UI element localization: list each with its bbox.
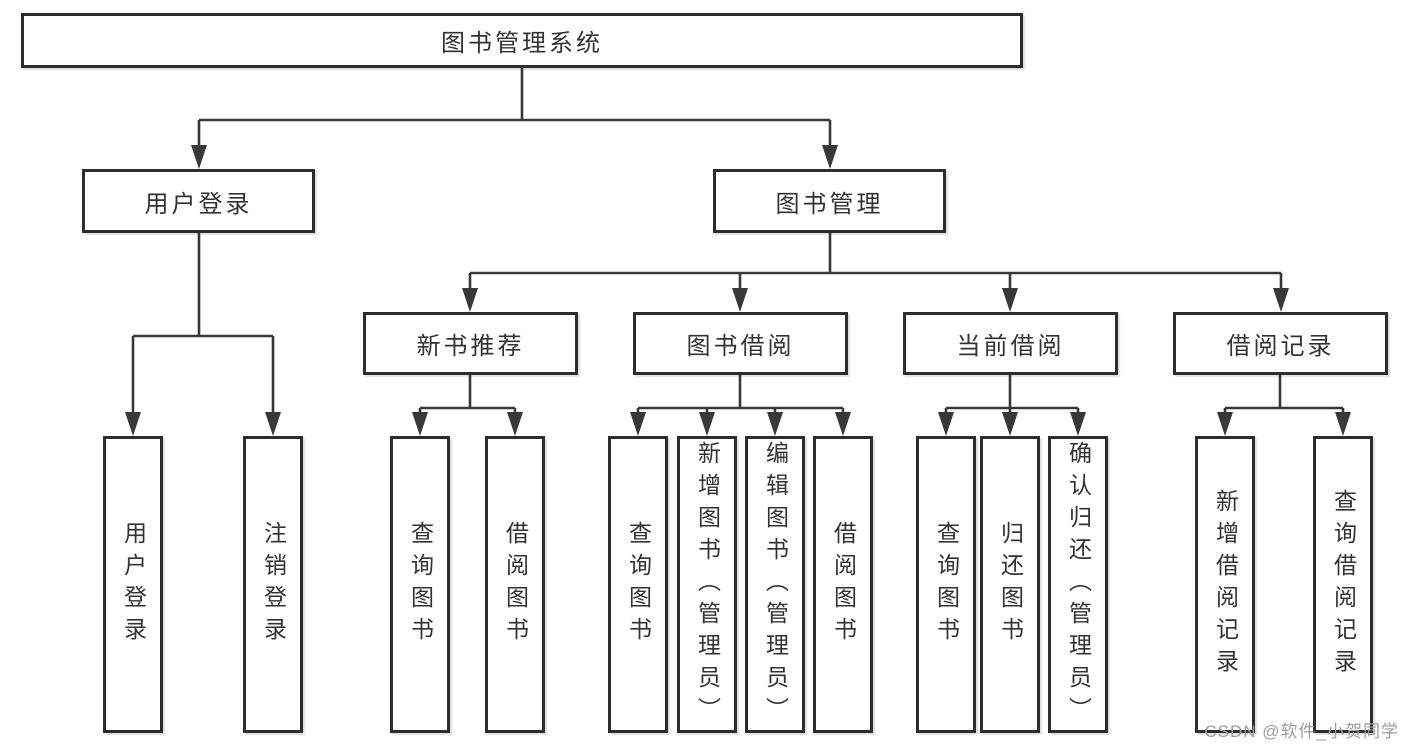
node-user-login: 用户登录 (82, 169, 315, 233)
arrow-icon (699, 412, 715, 436)
leaf-current-return: 归还图书 (980, 436, 1040, 733)
arrow-icon (1070, 412, 1086, 436)
connector-book-mgmt (468, 233, 1283, 294)
connector-book-borrow (636, 375, 845, 420)
leaf-label: 确认归还（管理员） (1065, 440, 1092, 729)
node-new-book-recommend: 新书推荐 (363, 312, 578, 375)
arrow-icon (125, 412, 141, 436)
arrow-icon (1273, 288, 1289, 312)
leaf-label: 新增借阅记录 (1212, 488, 1239, 681)
leaf-label: 查询图书 (625, 520, 652, 649)
leaf-label: 编辑图书（管理员） (762, 440, 789, 729)
arrow-icon (822, 145, 838, 169)
arrow-icon (938, 412, 954, 436)
connector-new-books (418, 375, 517, 420)
leaf-label: 新增图书（管理员） (694, 440, 721, 729)
node-book-management: 图书管理 (713, 169, 946, 233)
leaf-label: 借阅图书 (502, 520, 529, 649)
leaf-current-query: 查询图书 (916, 436, 976, 733)
csdn-watermark: CSDN @软件_小贺同学 (1204, 722, 1399, 741)
leaf-label: 查询借阅记录 (1330, 488, 1357, 681)
arrow-icon (1335, 412, 1351, 436)
leaf-label: 归还图书 (997, 520, 1024, 649)
leaf-current-confirm-admin: 确认归还（管理员） (1048, 436, 1108, 733)
arrow-icon (1217, 412, 1233, 436)
connector-user-login (131, 233, 275, 418)
node-book-borrow: 图书借阅 (633, 312, 848, 375)
arrow-icon (732, 288, 748, 312)
leaf-logout: 注销登录 (243, 436, 303, 733)
arrowheads (125, 145, 1351, 436)
arrow-icon (630, 412, 646, 436)
arrow-icon (507, 412, 523, 436)
arrow-icon (767, 412, 783, 436)
leaf-user-login: 用户登录 (103, 436, 163, 733)
arrow-icon (412, 412, 428, 436)
leaf-borrow-edit-admin: 编辑图书（管理员） (745, 436, 805, 733)
arrow-icon (1002, 288, 1018, 312)
leaf-newbooks-query: 查询图书 (390, 436, 450, 733)
leaf-newbooks-borrow: 借阅图书 (485, 436, 545, 733)
leaf-records-add: 新增借阅记录 (1195, 436, 1255, 733)
leaf-records-query: 查询借阅记录 (1313, 436, 1373, 733)
leaf-borrow-query: 查询图书 (608, 436, 668, 733)
leaf-label: 注销登录 (260, 520, 287, 649)
arrow-icon (835, 412, 851, 436)
connector-borrow-records (1223, 375, 1345, 420)
node-borrow-records: 借阅记录 (1173, 312, 1388, 375)
leaf-borrow-add-admin: 新增图书（管理员） (677, 436, 737, 733)
arrow-icon (1002, 412, 1018, 436)
node-library-system: 图书管理系统 (21, 13, 1023, 68)
arrow-icon (265, 412, 281, 436)
leaf-label: 用户登录 (120, 520, 147, 649)
connector-root (197, 68, 832, 150)
leaf-label: 查询图书 (407, 520, 434, 649)
leaf-label: 查询图书 (933, 520, 960, 649)
leaf-label: 借阅图书 (830, 520, 857, 649)
leaf-borrow-borrow: 借阅图书 (813, 436, 873, 733)
node-current-borrow: 当前借阅 (903, 312, 1118, 375)
arrow-icon (462, 288, 478, 312)
arrow-icon (191, 145, 207, 169)
